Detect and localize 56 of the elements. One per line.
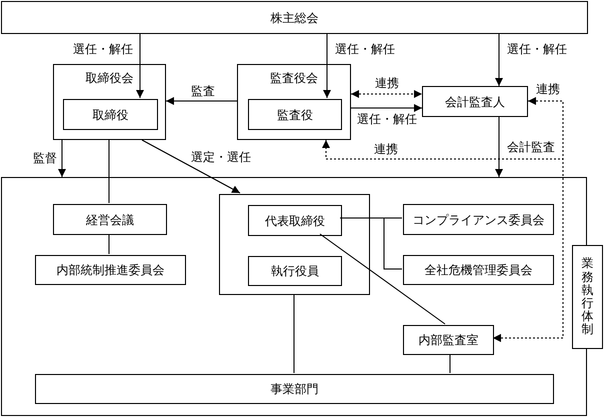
edge-label: 選定・選任 xyxy=(190,151,252,164)
connector xyxy=(340,218,402,270)
node-text: 監査役会 xyxy=(269,71,319,85)
connector xyxy=(323,34,331,98)
org-box xyxy=(35,374,554,404)
edge-label: 選任・解任 xyxy=(356,113,418,126)
node-text: 監査役 xyxy=(277,108,313,122)
org-box xyxy=(248,256,342,286)
org-box xyxy=(403,204,554,235)
dotted-connector xyxy=(350,90,422,98)
connector xyxy=(495,116,503,178)
connector xyxy=(142,140,240,194)
org-box xyxy=(35,255,186,285)
org-box xyxy=(422,86,528,117)
node-text: コンプライアンス委員会 xyxy=(412,212,544,226)
org-box xyxy=(1,1,588,34)
node-text: 経営会議 xyxy=(86,212,134,226)
group-box xyxy=(237,64,351,140)
node-text: 代表取締役 xyxy=(265,214,325,228)
edge-label: 会計監査 xyxy=(506,141,556,154)
connector xyxy=(58,140,66,178)
node-text: 業務執行体制 xyxy=(582,257,594,337)
node-text: 内部統制推進委員会 xyxy=(56,263,164,277)
org-box xyxy=(403,325,494,355)
node-text: 株主総会 xyxy=(270,10,318,24)
edge-label: 選任・解任 xyxy=(72,43,134,56)
org-box xyxy=(248,205,342,236)
connector xyxy=(108,234,110,254)
connector xyxy=(495,34,503,86)
node-text: 取締役会 xyxy=(84,71,134,85)
edge-label: 連携 xyxy=(374,77,400,90)
node-text: 会計監査人 xyxy=(445,94,505,108)
connector xyxy=(136,34,144,98)
edge-label: 選任・解任 xyxy=(506,43,568,56)
edge-label: 連携 xyxy=(535,83,561,96)
node-text: 取締役 xyxy=(92,108,128,122)
connector xyxy=(320,234,446,324)
org-box xyxy=(403,255,554,285)
node-text: 内部監査室 xyxy=(418,333,478,347)
edge-label: 選任・解任 xyxy=(334,43,396,56)
group-box xyxy=(53,64,166,140)
edge-label: 監督 xyxy=(32,152,58,165)
dotted-connector xyxy=(322,140,564,342)
node-text: 執行役員 xyxy=(271,264,319,278)
edge-label: 監査 xyxy=(190,85,216,98)
org-box xyxy=(53,204,167,235)
edge-label: 連携 xyxy=(373,143,399,156)
connector xyxy=(166,97,238,105)
node-text: 全社危機管理委員会 xyxy=(424,263,532,277)
frame-box xyxy=(219,194,370,295)
connector xyxy=(350,104,422,112)
org-box xyxy=(63,99,158,130)
vertical-label-box xyxy=(572,245,603,349)
org-box xyxy=(248,99,342,130)
node-text: 事業部門 xyxy=(270,382,318,396)
connector xyxy=(108,140,110,204)
